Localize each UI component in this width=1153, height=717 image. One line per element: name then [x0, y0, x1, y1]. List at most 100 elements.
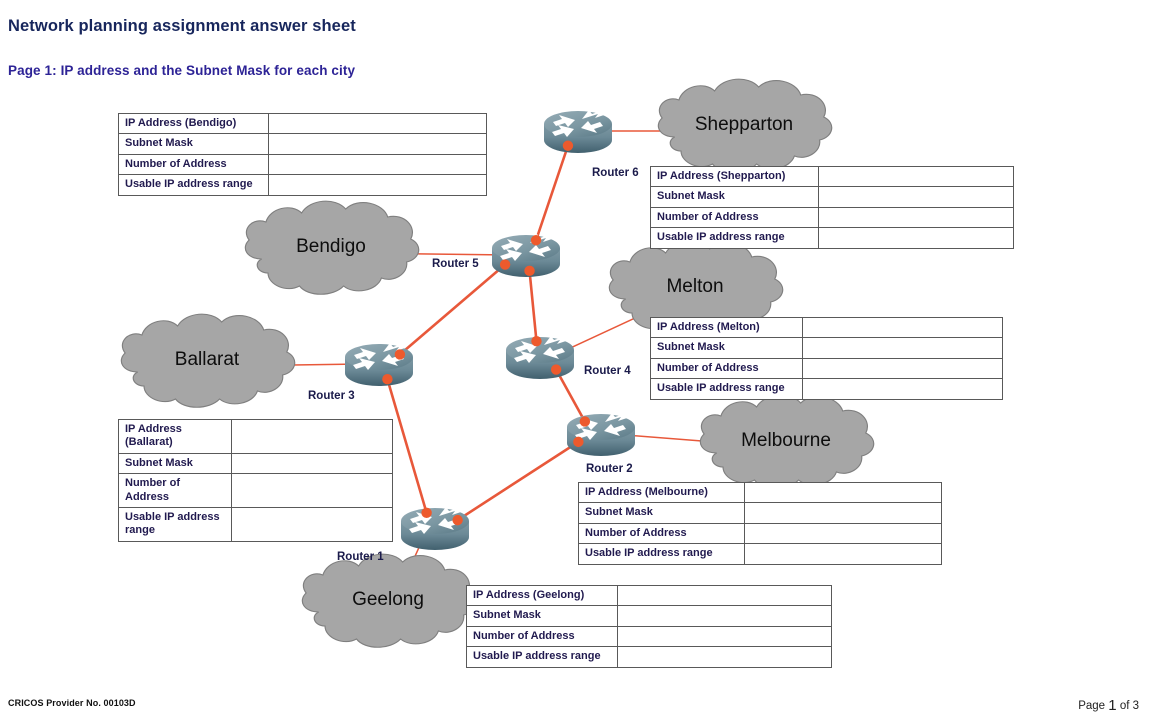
ip-table-melton: IP Address (Melton) Subnet Mask Number o… — [650, 316, 1003, 400]
field-label: Number of Address — [118, 473, 232, 509]
field-value-input[interactable] — [617, 584, 832, 607]
field-value-input[interactable] — [744, 481, 942, 504]
table-row: Subnet Mask — [118, 133, 487, 155]
field-value-input[interactable] — [818, 186, 1014, 208]
field-label: IP Address (Ballarat) — [118, 419, 232, 454]
field-label: IP Address (Geelong) — [466, 584, 618, 607]
table-row: Usable IP address range — [650, 378, 1003, 400]
link-endpoint-dot — [382, 373, 393, 385]
table-row: Usable IP address range — [118, 174, 487, 196]
table-row: Usable IP address range — [466, 646, 832, 668]
field-value-input[interactable] — [744, 502, 942, 524]
page-number-footer: Page 1 of 3 — [1078, 697, 1139, 714]
field-value-input[interactable] — [617, 625, 832, 648]
network-link-router1-router2 — [456, 440, 580, 522]
field-value-input[interactable] — [231, 473, 393, 509]
field-value-input[interactable] — [268, 133, 487, 155]
network-link-router1-geelong — [405, 540, 423, 577]
field-label: Subnet Mask — [650, 186, 819, 208]
cloud-label-geelong: Geelong — [352, 589, 424, 610]
router-label-router5: Router 5 — [432, 258, 479, 270]
field-label: Usable IP address range — [650, 378, 803, 400]
field-label: Usable IP address range — [466, 646, 618, 668]
link-endpoint-dot — [524, 265, 535, 277]
field-label: Subnet Mask — [118, 452, 232, 475]
link-endpoint-dot — [499, 259, 511, 270]
field-value-input[interactable] — [818, 165, 1014, 188]
field-label: Usable IP address range — [578, 543, 745, 565]
ip-table-bendigo: IP Address (Bendigo) Subnet Mask Number … — [118, 112, 487, 196]
table-row: IP Address (Melton) — [650, 316, 1003, 339]
field-value-input[interactable] — [744, 543, 942, 565]
field-value-input[interactable] — [802, 316, 1003, 339]
field-label: Subnet Mask — [578, 502, 745, 524]
field-label: Usable IP address range — [118, 174, 269, 196]
field-label: Number of Address — [466, 625, 618, 648]
field-label: Usable IP address range — [118, 507, 232, 542]
network-link-router4-melton — [563, 314, 642, 352]
cloud-label-bendigo: Bendigo — [296, 236, 366, 257]
field-label: Number of Address — [650, 357, 803, 380]
network-link-router3-router1 — [386, 377, 428, 515]
field-value-input[interactable] — [617, 605, 832, 627]
link-endpoint-dot — [562, 140, 574, 151]
router-label-router4: Router 4 — [584, 365, 631, 377]
cloud-label-melton: Melton — [666, 276, 724, 297]
router-icon-router6 — [544, 110, 612, 153]
field-value-input[interactable] — [617, 646, 832, 668]
page-prefix-label: Page — [1078, 700, 1106, 712]
link-endpoint-dot — [531, 335, 542, 347]
network-link-router4-router2 — [554, 368, 587, 423]
ip-table-geelong: IP Address (Geelong) Subnet Mask Number … — [466, 584, 832, 668]
link-endpoint-dot — [550, 364, 562, 375]
field-label: Number of Address — [650, 206, 819, 229]
router-icon-router5 — [492, 234, 560, 277]
table-row: IP Address (Geelong) — [466, 584, 832, 607]
table-row: Subnet Mask — [466, 605, 832, 627]
field-label: IP Address (Shepparton) — [650, 165, 819, 188]
current-page-number: 1 — [1108, 697, 1117, 714]
table-row: Subnet Mask — [650, 337, 1003, 359]
field-label: Number of Address — [118, 153, 269, 176]
field-value-input[interactable] — [231, 419, 393, 454]
field-label: Subnet Mask — [650, 337, 803, 359]
cloud-label-melbourne: Melbourne — [741, 430, 831, 451]
network-link-router5-router3 — [398, 263, 507, 356]
field-value-input[interactable] — [231, 507, 393, 542]
field-value-input[interactable] — [268, 153, 487, 176]
link-endpoint-dot — [394, 349, 406, 360]
network-link-router5-router4 — [528, 269, 538, 343]
field-label: IP Address (Bendigo) — [118, 112, 269, 135]
field-value-input[interactable] — [744, 522, 942, 545]
table-row: Number of Address — [650, 206, 1014, 229]
table-row: Usable IP address range — [578, 543, 942, 565]
table-row: Usable IP address range — [118, 507, 393, 542]
field-value-input[interactable] — [231, 452, 393, 475]
router-icon-router2 — [567, 413, 635, 456]
field-value-input[interactable] — [802, 337, 1003, 359]
field-value-input[interactable] — [818, 227, 1014, 249]
field-value-input[interactable] — [802, 378, 1003, 400]
cricos-provider-text: CRICOS Provider No. 00103D — [8, 698, 136, 708]
cloud-label-ballarat: Ballarat — [174, 349, 240, 370]
table-row: Subnet Mask — [118, 452, 393, 475]
link-endpoint-dots — [382, 140, 591, 526]
ip-table-melbourne: IP Address (Melbourne) Subnet Mask Numbe… — [578, 481, 942, 565]
field-label: IP Address (Melton) — [650, 316, 803, 339]
ip-table-shepparton: IP Address (Shepparton) Subnet Mask Numb… — [650, 165, 1014, 249]
router-icon-router4 — [506, 336, 574, 379]
field-value-input[interactable] — [818, 206, 1014, 229]
field-value-input[interactable] — [268, 174, 487, 196]
link-endpoint-dot — [579, 416, 591, 427]
field-label: Subnet Mask — [466, 605, 618, 627]
table-row: Subnet Mask — [650, 186, 1014, 208]
table-row: IP Address (Melbourne) — [578, 481, 942, 504]
field-value-input[interactable] — [268, 112, 487, 135]
field-label: IP Address (Melbourne) — [578, 481, 745, 504]
table-row: Number of Address — [650, 357, 1003, 380]
router-icon-router1 — [401, 507, 469, 550]
table-row: Number of Address — [118, 473, 393, 509]
field-value-input[interactable] — [802, 357, 1003, 380]
table-row: Usable IP address range — [650, 227, 1014, 249]
